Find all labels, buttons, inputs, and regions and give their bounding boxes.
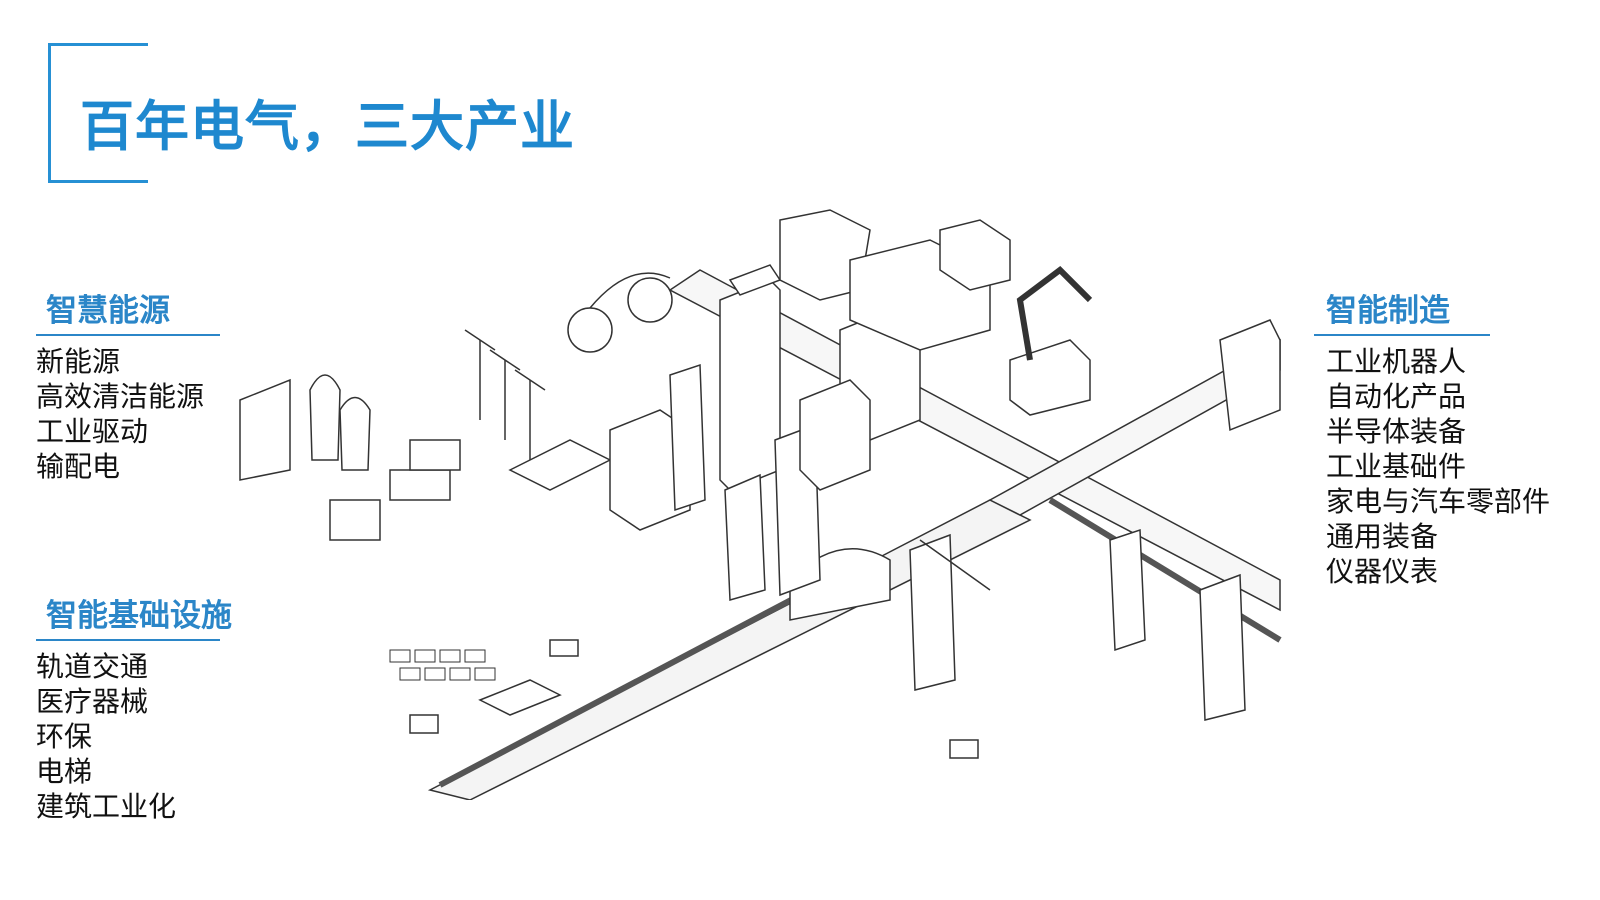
list-item: 工业基础件 — [1326, 450, 1467, 483]
infrastructure-list: 轨道交通 医疗器械 环保 电梯 建筑工业化 — [36, 649, 220, 824]
isometric-city-illustration — [239, 209, 1282, 800]
page-title: 百年电气，三大产业 — [80, 95, 575, 158]
list-item: 新能源 — [36, 345, 121, 378]
list-item: 建筑工业化 — [36, 790, 177, 823]
manufacturing-list: 工业机器人 自动化产品 半导体装备 工业基础件 家电与汽车零部件 通用装备 仪器… — [1314, 344, 1550, 589]
list-item: 轨道交通 — [36, 650, 149, 683]
list-item: 医疗器械 — [36, 685, 149, 718]
section-heading-manufacturing: 智能制造 — [1314, 285, 1490, 336]
list-item: 环保 — [36, 720, 93, 753]
list-item: 家电与汽车零部件 — [1326, 485, 1551, 518]
section-heading-energy: 智慧能源 — [36, 285, 220, 336]
list-item: 自动化产品 — [1326, 380, 1467, 413]
section-smart-energy: 智慧能源 新能源 高效清洁能源 工业驱动 输配电 — [36, 285, 220, 484]
section-smart-manufacturing: 智能制造 工业机器人 自动化产品 半导体装备 工业基础件 家电与汽车零部件 通用… — [1314, 285, 1550, 589]
list-item: 通用装备 — [1326, 520, 1439, 553]
list-item: 高效清洁能源 — [36, 380, 205, 413]
list-item: 仪器仪表 — [1326, 555, 1439, 588]
list-item: 工业机器人 — [1326, 345, 1467, 378]
title-bracket — [48, 43, 148, 183]
list-item: 半导体装备 — [1326, 415, 1467, 448]
section-smart-infrastructure: 智能基础设施 轨道交通 医疗器械 环保 电梯 建筑工业化 — [36, 590, 232, 824]
list-item: 输配电 — [36, 450, 121, 483]
energy-list: 新能源 高效清洁能源 工业驱动 输配电 — [36, 344, 220, 484]
list-item: 电梯 — [36, 755, 93, 788]
list-item: 工业驱动 — [36, 415, 149, 448]
section-heading-infrastructure: 智能基础设施 — [36, 590, 232, 641]
